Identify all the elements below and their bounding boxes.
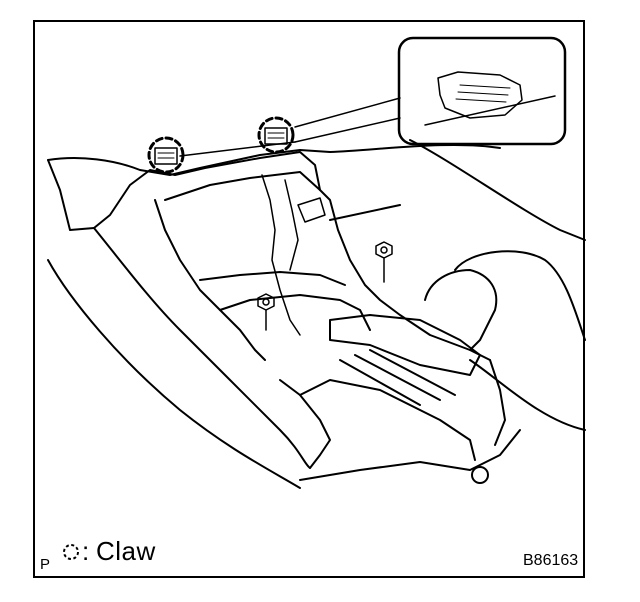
callout-leader [294, 97, 401, 143]
wire-harness [261, 174, 301, 336]
console-tray-lines-2 [354, 354, 441, 401]
legend-label: Claw [96, 536, 156, 566]
claw-right [257, 116, 295, 154]
wire-harness-2 [284, 179, 299, 271]
detail-claw [424, 71, 556, 126]
console-lower-panel [279, 379, 331, 469]
console-rear-base [299, 429, 521, 481]
legend-colon: : [82, 536, 90, 566]
detail-callout [397, 36, 567, 146]
floor-curve-left [47, 259, 301, 489]
console-tray-lines-1 [339, 359, 421, 406]
legend-prefix: P [40, 556, 51, 573]
dashboard-outline [47, 143, 501, 176]
shift-boot [424, 269, 498, 351]
dashboard-left-edge [47, 159, 95, 231]
right-seat-curve [454, 250, 586, 341]
dashboard-top-line [179, 141, 296, 157]
console-inner-floor [199, 271, 346, 286]
console-pocket [219, 294, 371, 331]
nut-left [257, 293, 275, 331]
console-right-edge [489, 359, 506, 446]
console-knob [471, 466, 489, 484]
right-panel-line [329, 204, 401, 221]
nut-right [375, 241, 393, 283]
console-front-left [93, 227, 311, 469]
right-trim-contour [409, 139, 586, 241]
claw-left [147, 136, 185, 174]
dashed-circle-icon [63, 544, 79, 560]
console-left-side [93, 151, 491, 361]
console-inner-left [154, 199, 266, 361]
figure-code: B86163 [523, 552, 579, 569]
illustration-frame [33, 20, 585, 578]
connector [297, 197, 326, 223]
console-rear-body [299, 379, 476, 461]
right-seat-lower [469, 359, 586, 431]
console-tray-top [329, 314, 481, 376]
console-tray-lines-3 [369, 349, 456, 396]
console-inner-rim [164, 171, 321, 201]
